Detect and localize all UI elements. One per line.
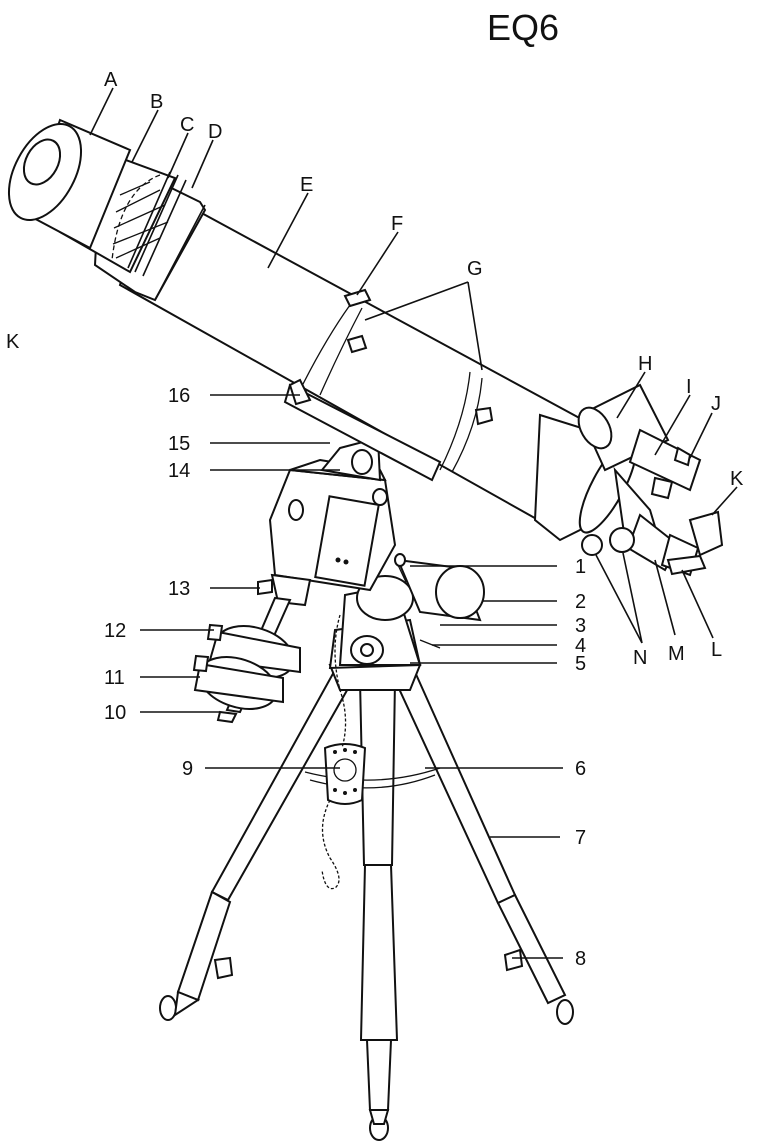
optical-tube [7, 118, 724, 577]
hand-controller [321, 614, 367, 890]
label-C: C [180, 114, 194, 136]
label-3: 3 [575, 615, 586, 637]
label-16: 16 [168, 385, 190, 407]
label-D: D [208, 121, 222, 143]
label-12: 12 [104, 620, 126, 642]
label-5: 5 [575, 653, 586, 675]
label-14: 14 [168, 460, 190, 482]
equatorial-mount [192, 436, 485, 724]
label-2: 2 [575, 591, 586, 613]
label-L: L [711, 639, 722, 661]
label-15: 15 [168, 433, 190, 455]
label-7: 7 [575, 827, 586, 849]
label-6: 6 [575, 758, 586, 780]
label-B: B [150, 91, 163, 113]
label-1: 1 [575, 556, 586, 578]
label-E: E [300, 174, 313, 196]
leader-lines [89, 87, 738, 959]
labels: EQ6 A B C D E F G K H I J K N M L 16 15 … [6, 7, 744, 970]
label-A: A [104, 69, 118, 91]
label-8: 8 [575, 948, 586, 970]
label-I: I [686, 376, 692, 398]
label-M: M [668, 643, 685, 665]
label-9: 9 [182, 758, 193, 780]
label-K-side: K [6, 331, 20, 353]
label-4: 4 [575, 635, 586, 657]
label-F: F [391, 213, 403, 235]
label-K: K [730, 468, 744, 490]
label-11: 11 [104, 667, 125, 689]
tripod [159, 664, 574, 1141]
label-13: 13 [168, 578, 190, 600]
label-G: G [467, 258, 483, 280]
label-N: N [633, 647, 647, 669]
diagram-title: EQ6 [487, 7, 559, 48]
label-10: 10 [104, 702, 126, 724]
label-J: J [711, 393, 721, 415]
label-H: H [638, 353, 652, 375]
